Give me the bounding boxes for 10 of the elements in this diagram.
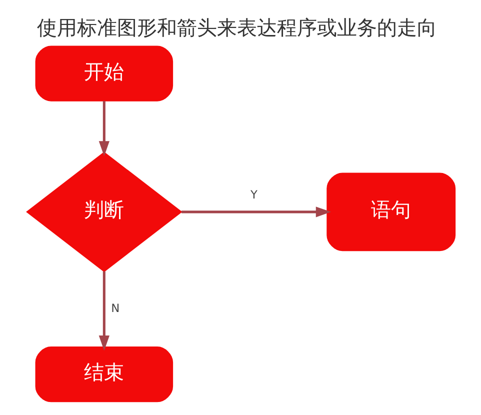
node-diamond: 判断 xyxy=(26,152,182,272)
node-box: 开始 xyxy=(34,46,173,102)
diagram-title: 使用标准图形和箭头来表达程序或业务的走向 xyxy=(36,16,436,40)
arrow xyxy=(180,206,331,218)
arrow xyxy=(98,100,109,156)
edge-label: N xyxy=(110,301,120,316)
node-box: 语句 xyxy=(326,172,456,252)
arrow xyxy=(98,271,109,351)
node-box: 结束 xyxy=(34,346,173,402)
edge-label: Y xyxy=(250,187,257,202)
